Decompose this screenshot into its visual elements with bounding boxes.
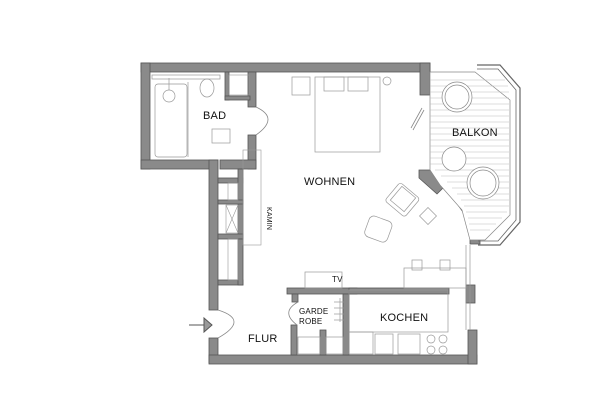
bath-fixtures (151, 74, 231, 158)
wall-top (140, 62, 431, 73)
living-furniture (291, 76, 437, 289)
room-label-garderobe-1: GARDE (299, 307, 329, 316)
annotation-tv: TV (332, 275, 343, 284)
balcony (429, 64, 521, 246)
entrance-arrow-icon (189, 316, 213, 334)
room-label-wohnen: WOHNEN (304, 176, 356, 188)
room-label-garderobe-2: ROBE (299, 317, 323, 326)
wall-bad-right (247, 71, 257, 108)
annotation-kamin: KAMIN (265, 207, 272, 231)
wall-bad-left (140, 62, 151, 170)
room-label-flur: FLUR (248, 333, 278, 345)
room-label-balkon: BALKON (452, 127, 498, 139)
kitchen-fixtures (297, 245, 471, 355)
wall-right-lower (467, 329, 478, 365)
wall-bad-bottom (140, 159, 219, 170)
doors (217, 106, 425, 339)
wall-bottom (208, 354, 478, 365)
room-label-kochen: KOCHEN (380, 312, 429, 324)
wall-garderobe (286, 287, 358, 295)
wall-flur-left (208, 159, 219, 311)
shafts (225, 74, 262, 281)
room-label-bad: BAD (203, 110, 227, 122)
